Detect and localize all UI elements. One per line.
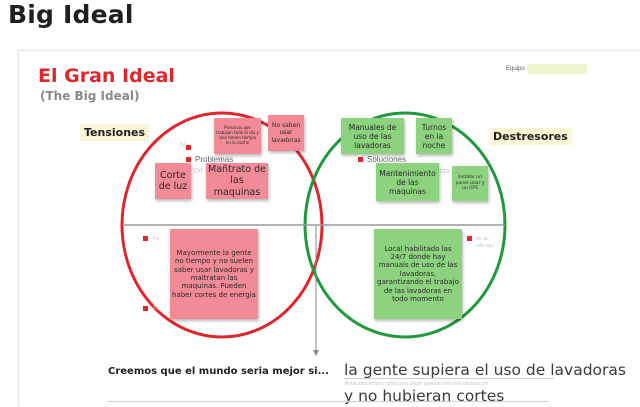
sticky-note[interactable]: Instalar un panel solar y un UPS (452, 166, 488, 201)
destressors-heading: Destresores (489, 128, 572, 145)
sticky-note[interactable]: Manuales de uso de las lavadoras (341, 118, 404, 154)
bullet-icon (186, 157, 191, 162)
sticky-note[interactable]: Local habilitado las 24/7 donde hay manu… (374, 229, 462, 319)
faint-text: N (180, 142, 186, 149)
sticky-note[interactable]: Mayormente la gente no tiempo y no suele… (170, 229, 258, 319)
statement-hint: Relaciona ambos lados para poder generar… (345, 381, 489, 387)
tensions-heading: Tensiones (80, 124, 150, 141)
bottom-divider (108, 401, 548, 402)
faint-text: esta (436, 168, 450, 175)
bullet-icon (358, 157, 363, 162)
answer-underline (344, 378, 554, 379)
sticky-note[interactable]: Mantenimiento de las maquinas (376, 163, 439, 201)
board-subtitle: (The Big Ideal) (40, 89, 140, 103)
faint-text: Pe (153, 306, 160, 312)
problems-label: Problemas (195, 155, 234, 164)
bullet-icon (143, 306, 148, 311)
board-title: El Gran Ideal (38, 65, 175, 87)
sticky-note[interactable]: Turnos en la noche (416, 118, 452, 154)
bullet-icon (143, 236, 148, 241)
faint-text: edo aqu (476, 243, 495, 249)
center-arrow-head (313, 350, 319, 356)
faint-text: Pe (153, 236, 160, 242)
bullet-icon (186, 145, 191, 150)
team-label: Equipo (506, 66, 525, 72)
sticky-note[interactable]: Corte de luz (155, 163, 191, 199)
solutions-label: Soluciones (367, 155, 407, 164)
faint-text: en qu (476, 236, 489, 242)
team-field[interactable] (527, 64, 587, 74)
sticky-note[interactable]: Personas que trabajan todo el día y solo… (214, 118, 261, 154)
statement-answer[interactable]: la gente supiera el uso de lavadoras y n… (344, 361, 626, 405)
faint-text: Dif (194, 168, 203, 175)
sticky-note[interactable]: Mañtrato de las maquinas (206, 163, 268, 199)
sticky-note[interactable]: No saben usar lavadoras (268, 115, 304, 151)
bullet-icon (467, 236, 472, 241)
statement-question: Creemos que el mundo seria mejor si... (108, 366, 329, 377)
page-title: Big Ideal (8, 0, 134, 29)
